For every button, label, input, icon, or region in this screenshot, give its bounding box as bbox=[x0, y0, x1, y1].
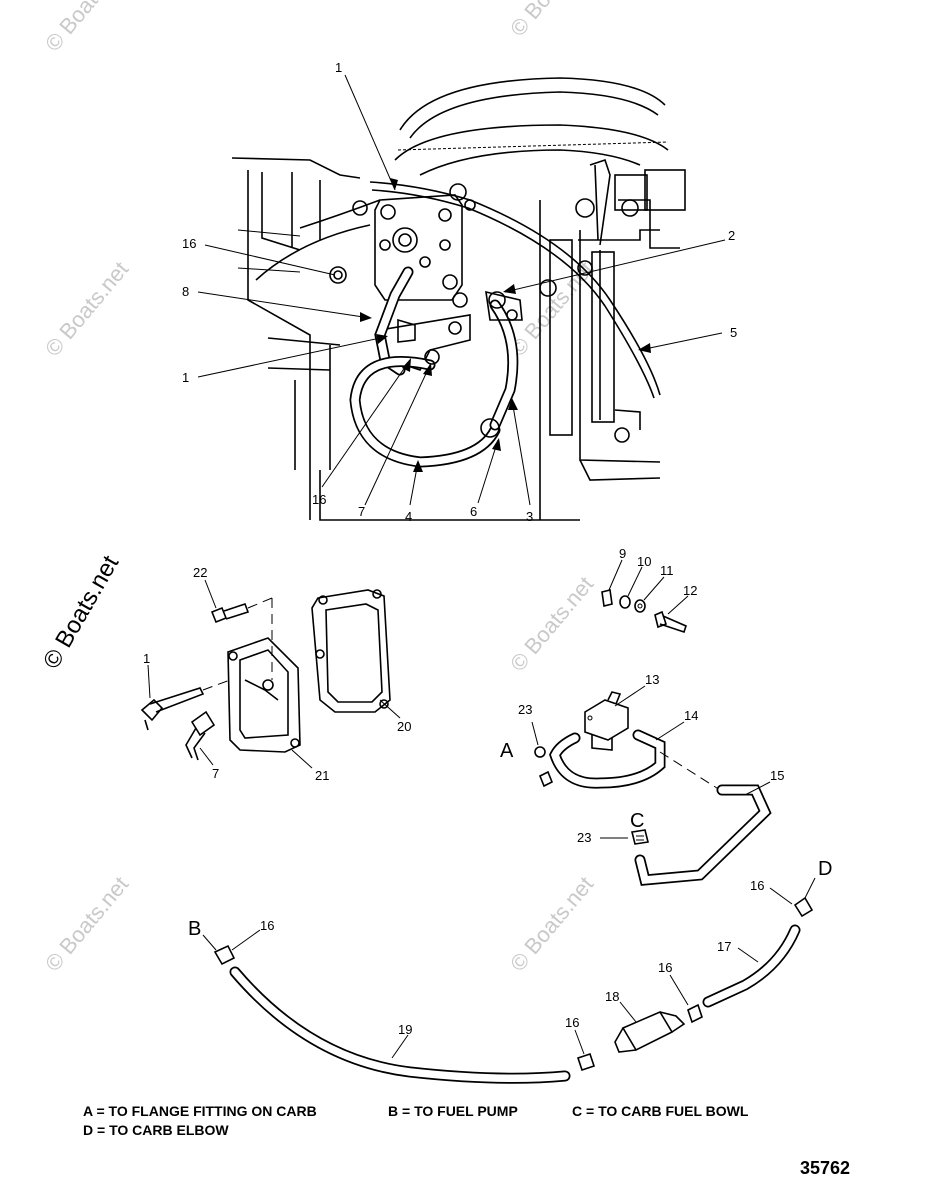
callout-label: 10 bbox=[637, 554, 651, 569]
callout-label: 12 bbox=[683, 583, 697, 598]
callout-label: 7 bbox=[212, 766, 219, 781]
callout-label: 20 bbox=[397, 719, 411, 734]
callout-label: 3 bbox=[526, 509, 533, 524]
callout-label: 14 bbox=[684, 708, 698, 723]
fuel-primer-solenoid bbox=[531, 685, 772, 886]
callout-label: 22 bbox=[193, 565, 207, 580]
callout-label: 16 bbox=[182, 236, 196, 251]
callout-label: 16 bbox=[312, 492, 326, 507]
callout-label: 16 bbox=[658, 960, 672, 975]
callout-label: 19 bbox=[398, 1022, 412, 1037]
fuel-pump bbox=[329, 183, 476, 308]
callout-label: 23 bbox=[577, 830, 591, 845]
callout-label: 1 bbox=[143, 651, 150, 666]
callout-label: 21 bbox=[315, 768, 329, 783]
callout-label: 16 bbox=[750, 878, 764, 893]
engine-illustration bbox=[231, 77, 686, 521]
connection-letter-c: C bbox=[630, 810, 644, 832]
fuel-line-filter bbox=[202, 877, 816, 1084]
callout-label: 15 bbox=[770, 768, 784, 783]
callout-label: 7 bbox=[358, 504, 365, 519]
callout-label: 23 bbox=[518, 702, 532, 717]
callout-label: 1 bbox=[335, 60, 342, 75]
callout-label: 8 bbox=[182, 284, 189, 299]
connection-letter-a: A bbox=[500, 740, 514, 762]
callout-label: 18 bbox=[605, 989, 619, 1004]
callout-label: 13 bbox=[645, 672, 659, 687]
callout-label: 16 bbox=[565, 1015, 579, 1030]
legend-d: D = TO CARB ELBOW bbox=[83, 1122, 229, 1138]
callout-label: 4 bbox=[405, 509, 412, 524]
callout-label: 17 bbox=[717, 939, 731, 954]
legend-b: B = TO FUEL PUMP bbox=[388, 1103, 518, 1119]
callout-label: 1 bbox=[182, 370, 189, 385]
callout-label: 9 bbox=[619, 546, 626, 561]
connection-letter-b: B bbox=[188, 918, 201, 940]
figure-number: 35762 bbox=[800, 1158, 851, 1178]
connection-letter-d: D bbox=[818, 858, 832, 880]
hardware-set bbox=[601, 559, 689, 634]
callout-label: 5 bbox=[730, 325, 737, 340]
callout-label: 2 bbox=[728, 228, 735, 243]
legend-a: A = TO FLANGE FITTING ON CARB bbox=[83, 1103, 317, 1119]
top-leaders bbox=[197, 74, 726, 506]
legend-c: C = TO CARB FUEL BOWL bbox=[572, 1103, 749, 1119]
fuel-pump-exploded bbox=[140, 579, 401, 769]
callout-label: 16 bbox=[260, 918, 274, 933]
callout-label: 11 bbox=[660, 563, 674, 578]
callout-label: 6 bbox=[470, 504, 477, 519]
